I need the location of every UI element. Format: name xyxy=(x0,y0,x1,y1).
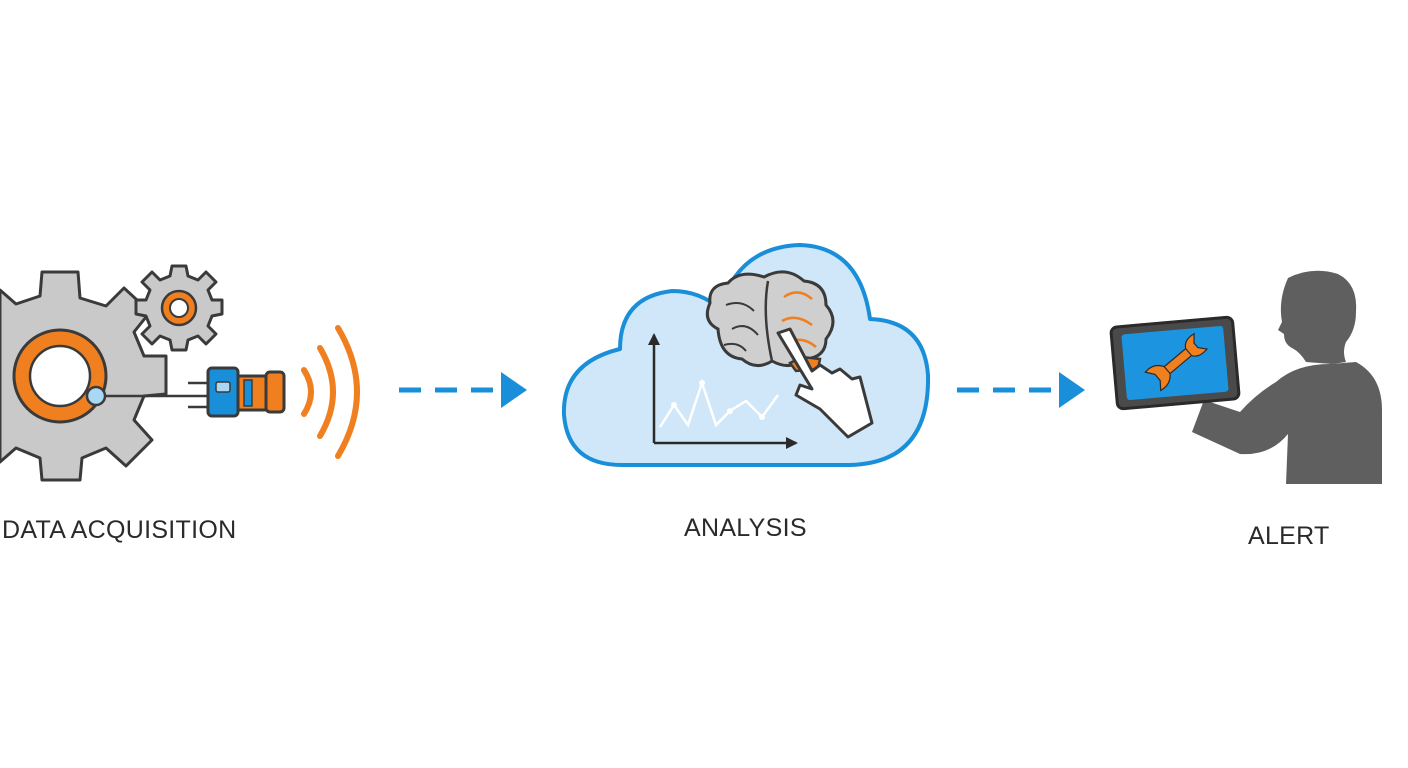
sensor-mount-point xyxy=(85,385,107,407)
pointing-hand-icon xyxy=(776,327,874,439)
signal-waves-icon xyxy=(301,325,360,459)
arrow-icon xyxy=(399,372,527,408)
stage-label-alert: ALERT xyxy=(1248,522,1330,550)
stage-label-data-acquisition: DATA ACQUISITION xyxy=(2,516,237,544)
wrench-icon xyxy=(1144,332,1209,392)
data-acquisition-illustration xyxy=(0,264,360,482)
small-gear-icon xyxy=(134,264,224,352)
line-chart-icon xyxy=(648,333,798,449)
analysis-illustration xyxy=(561,243,931,467)
alert-illustration xyxy=(1109,270,1382,484)
sensor-icon xyxy=(188,366,286,418)
arrow-icon xyxy=(957,372,1085,408)
stage-label-analysis: ANALYSIS xyxy=(684,514,807,542)
person-icon xyxy=(1192,270,1382,484)
large-gear-icon xyxy=(0,270,168,482)
